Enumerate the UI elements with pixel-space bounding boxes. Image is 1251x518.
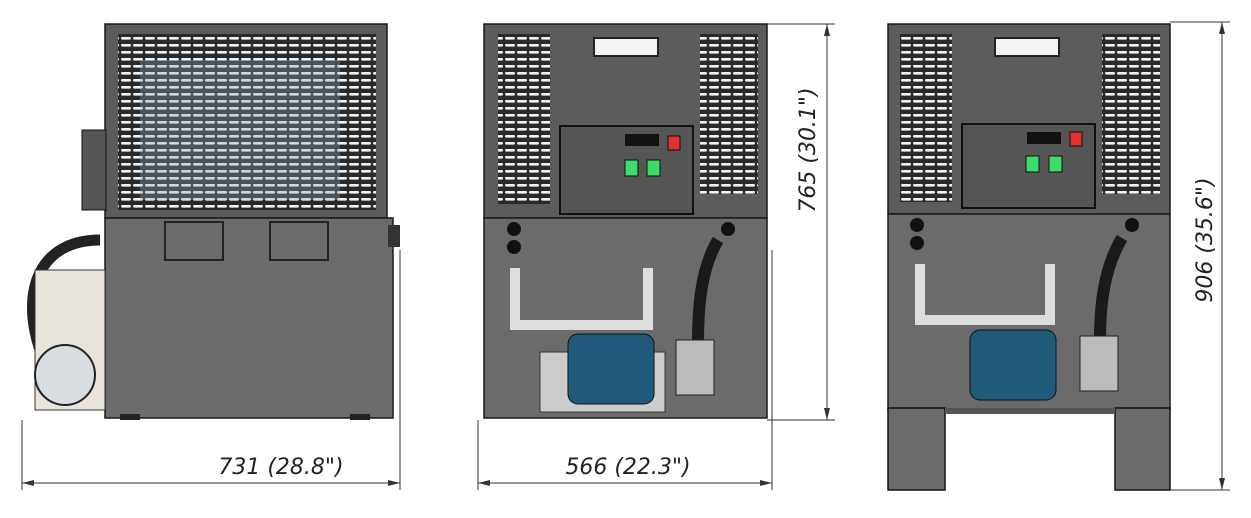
green-switch-1 <box>1025 155 1040 173</box>
front-view <box>483 23 768 419</box>
motor <box>567 333 655 405</box>
front-view-on-stand <box>887 23 1171 491</box>
top-handle <box>593 37 659 57</box>
green-switch-2 <box>1048 155 1063 173</box>
stand-leg-right <box>1114 407 1171 491</box>
side-box <box>81 129 107 211</box>
dimension-lines <box>21 21 1230 491</box>
red-switch <box>667 135 681 151</box>
grille-right <box>1102 34 1160 194</box>
stand-height-label: 906 (35.6") <box>1193 177 1218 302</box>
grille-left <box>498 34 550 204</box>
pump-head <box>34 344 96 406</box>
top-handle <box>994 37 1060 57</box>
side-grille <box>118 34 376 210</box>
front-height-label: 765 (30.1") <box>796 87 821 212</box>
side-width-label: 731 (28.8") <box>218 455 343 480</box>
display <box>625 134 659 146</box>
pump <box>1079 335 1119 392</box>
green-switch-2 <box>646 159 661 177</box>
lower-cabinet <box>104 217 394 419</box>
motor-bracket <box>510 268 653 330</box>
stand-leg-left <box>887 407 946 491</box>
condenser-coil <box>140 60 340 200</box>
handle-right <box>269 221 329 261</box>
handle-left <box>164 221 224 261</box>
side-view <box>27 23 400 420</box>
grille-right <box>700 34 758 194</box>
pump <box>675 339 715 396</box>
motor <box>969 329 1057 401</box>
latch <box>388 225 400 247</box>
red-switch <box>1069 131 1083 147</box>
hose <box>692 236 724 346</box>
hose <box>1094 234 1128 341</box>
front-width-label: 566 (22.3") <box>565 455 690 480</box>
grille-left <box>900 34 952 202</box>
green-switch-1 <box>624 159 639 177</box>
